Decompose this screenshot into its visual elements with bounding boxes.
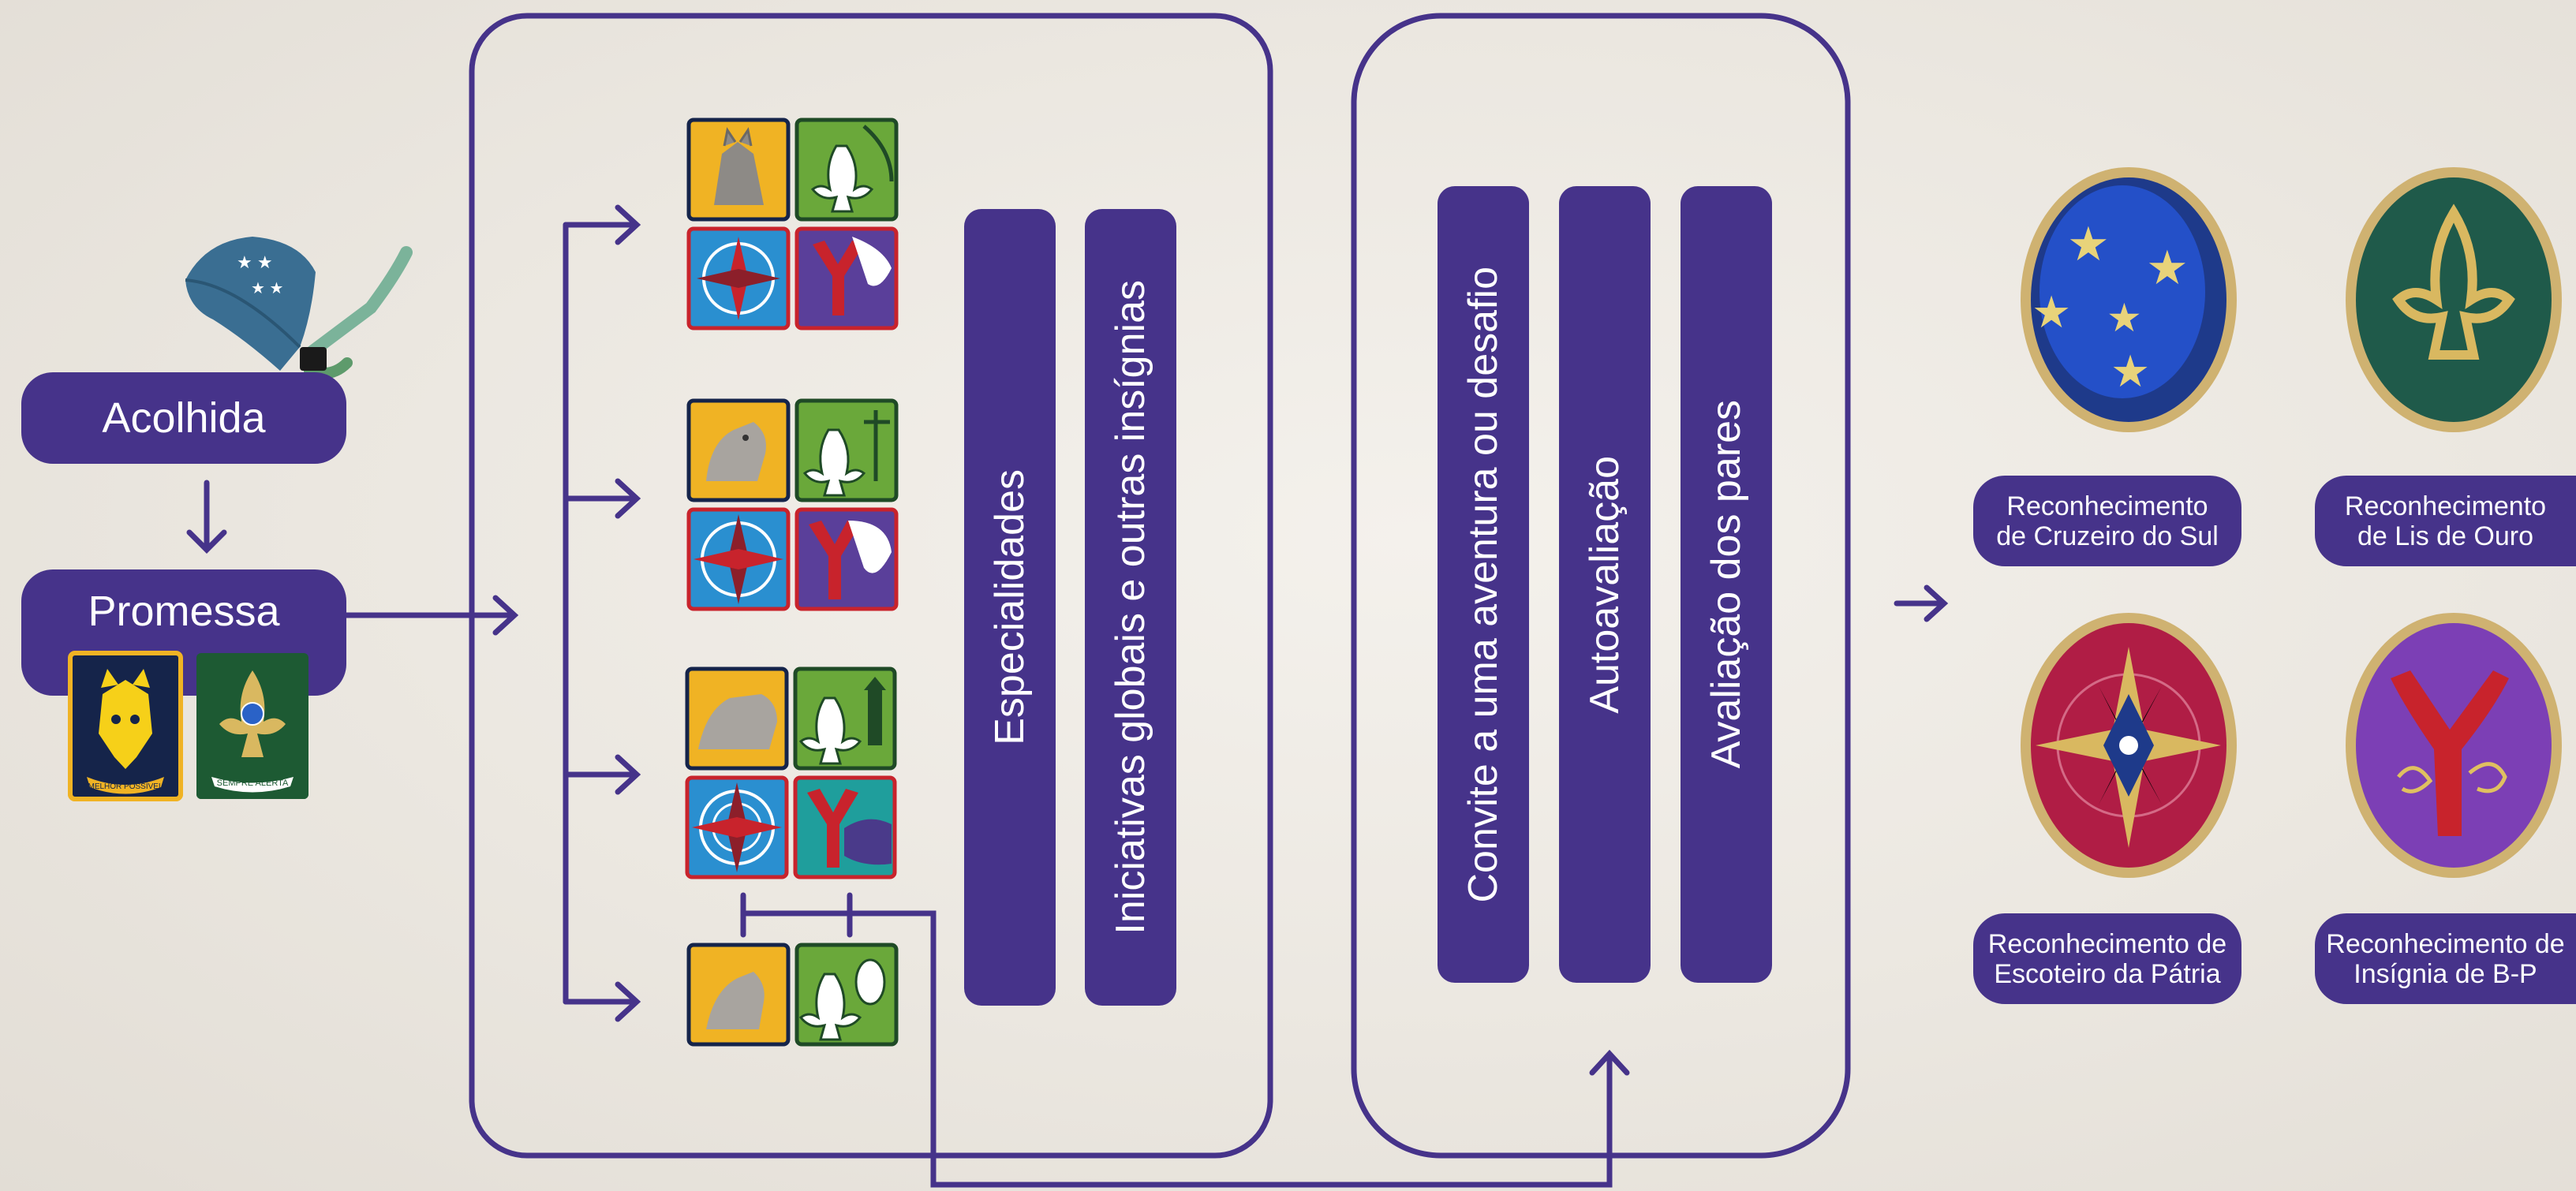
branch-bracket: [563, 204, 641, 1022]
arrow-promise-to-panel: [338, 595, 519, 636]
svg-text:★: ★: [2146, 241, 2189, 294]
recognition-label-bp-insignia: Reconhecimento de Insígnia de B-P: [2315, 913, 2576, 1004]
recognition-line2: de Cruzeiro do Sul: [1996, 521, 2219, 551]
badge-grid-row-2: [686, 398, 899, 611]
specialties-bar: Especialidades: [964, 209, 1056, 1006]
golden-lily-patch: [2346, 167, 2562, 432]
recognition-line2: Escoteiro da Pátria: [1994, 958, 2221, 989]
fatherland-scout-patch: [2021, 613, 2237, 878]
middle-panel-frame: [469, 13, 1273, 1159]
peer-assessment-label: Avaliação dos pares: [1703, 400, 1749, 769]
svg-text:★: ★: [2107, 296, 2142, 340]
recognition-label-golden-lily: Reconhecimento de Lis de Ouro: [2315, 476, 2576, 566]
badge-grid-row-4: [686, 943, 899, 1047]
specialties-label: Especialidades: [987, 469, 1033, 745]
peer-assessment-bar: Avaliação dos pares: [1681, 186, 1772, 983]
recognition-line1: Reconhecimento: [2344, 491, 2547, 521]
badge-grid-row-1: [686, 118, 899, 330]
arrow-welcome-to-promise: [186, 480, 227, 554]
recognition-line2: Insígnia de B-P: [2354, 958, 2537, 989]
self-assessment-bar: Autoavaliação: [1559, 186, 1651, 983]
svg-text:★ ★: ★ ★: [251, 280, 283, 297]
bp-insignia-patch: [2346, 613, 2562, 878]
global-initiatives-label: Iniciativas globais e outras insígnias: [1108, 280, 1153, 935]
self-assessment-label: Autoavaliação: [1582, 455, 1628, 714]
arrow-to-recognitions: [1894, 584, 1949, 622]
challenge-invitation-bar: Convite a uma aventura ou desafio: [1438, 186, 1529, 983]
right-panel-frame: [1351, 13, 1851, 1159]
badge-grid-row-3: [685, 666, 897, 879]
wolf-badge-icon: MELHOR POSSÍVEL: [68, 651, 183, 801]
svg-text:★: ★: [2032, 287, 2071, 337]
svg-text:★ ★: ★ ★: [237, 252, 273, 272]
svg-text:★: ★: [2111, 346, 2150, 396]
recognition-line1: Reconhecimento de: [2326, 928, 2565, 959]
wolf-badge-motto: MELHOR POSSÍVEL: [88, 781, 163, 791]
lily-badge-motto: SEMPRE ALERTA: [217, 778, 289, 788]
feedback-loop-line: [740, 892, 1630, 1188]
recognition-label-fatherland-scout: Reconhecimento de Escoteiro da Pátria: [1973, 913, 2241, 1004]
fleur-de-lis-badge-icon: SEMPRE ALERTA: [196, 653, 308, 799]
global-initiatives-bar: Iniciativas globais e outras insígnias: [1085, 209, 1176, 1006]
welcome-label: Acolhida: [21, 372, 346, 464]
recognition-label-southern-cross: Reconhecimento de Cruzeiro do Sul: [1973, 476, 2241, 566]
challenge-invitation-label: Convite a uma aventura ou desafio: [1460, 266, 1506, 903]
svg-text:★: ★: [2067, 218, 2110, 271]
southern-cross-patch: ★ ★ ★ ★ ★: [2021, 167, 2237, 432]
neckerchief-icon: ★ ★ ★ ★: [185, 237, 413, 379]
recognition-line1: Reconhecimento de: [1987, 928, 2227, 959]
recognition-line1: Reconhecimento: [2006, 491, 2208, 521]
recognition-line2: de Lis de Ouro: [2357, 521, 2534, 551]
